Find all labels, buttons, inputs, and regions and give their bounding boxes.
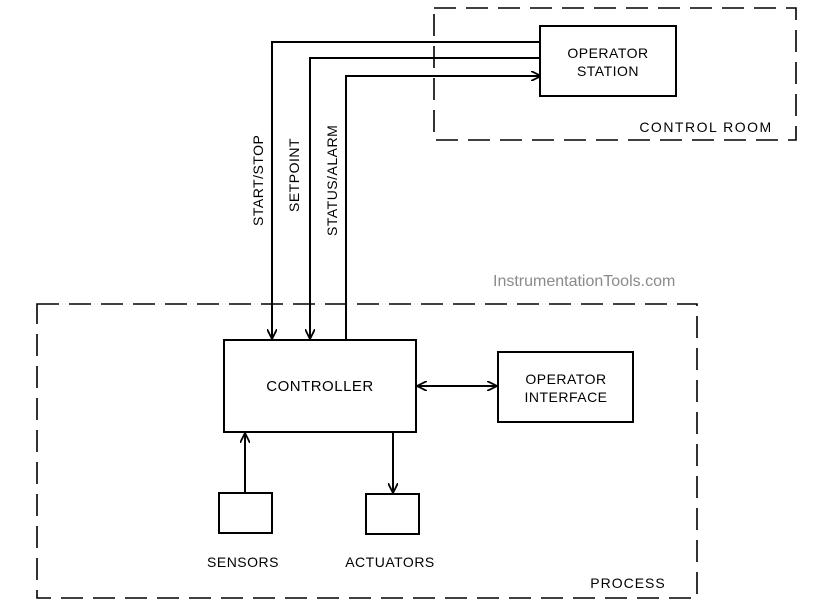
- actuators-box: [365, 493, 420, 535]
- status-alarm-label: STATUS/ALARM: [324, 125, 340, 236]
- process-boundary: [36, 303, 698, 599]
- sensors-box: [218, 492, 273, 534]
- controller-label: CONTROLLER: [266, 378, 374, 395]
- operator-interface-label-line2: INTERFACE: [524, 389, 607, 405]
- operator-interface-box: [497, 351, 634, 423]
- operator-station-label-line2: STATION: [577, 63, 639, 79]
- operator-station-label-line1: OPERATOR: [567, 45, 648, 61]
- controller-box: [223, 339, 417, 433]
- status-alarm-signal-line: [345, 76, 540, 340]
- start-stop-label: START/STOP: [250, 135, 266, 226]
- setpoint-label: SETPOINT: [286, 138, 302, 212]
- watermark: InstrumentationTools.com: [493, 273, 675, 290]
- setpoint-signal-line: [310, 57, 540, 338]
- sensors-label: SENSORS: [207, 554, 279, 570]
- actuators-label: ACTUATORS: [345, 554, 435, 570]
- start-stop-signal-line: [272, 41, 540, 338]
- operator-interface-label-line1: OPERATOR: [525, 371, 606, 387]
- operator-station-box: [539, 25, 677, 97]
- process-label: PROCESS: [590, 575, 665, 591]
- control-room-label: CONTROL ROOM: [639, 119, 772, 135]
- control-room-boundary: [433, 7, 797, 141]
